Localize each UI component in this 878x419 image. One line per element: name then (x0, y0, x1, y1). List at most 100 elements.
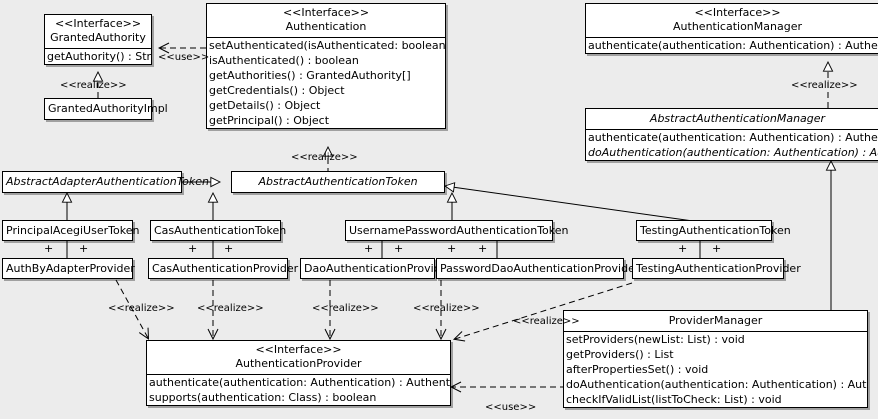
class-abstract-adapter-authentication-token[interactable]: AbstractAdapterAuthenticationToken (2, 171, 209, 193)
class-header: <<Interface>> AuthenticationProvider (147, 341, 450, 374)
class-header: AbstractAdapterAuthenticationToken (3, 172, 209, 192)
edge-extends-testingauthenticationtoken (445, 186, 701, 223)
class-dao-authentication-provider[interactable]: DaoAuthenticationProvider (300, 258, 452, 279)
association-marker-plus: + (44, 242, 54, 255)
class-testing-authentication-provider[interactable]: TestingAuthenticationProvider (632, 258, 801, 279)
class-header: TestingAuthenticationProvider (633, 259, 801, 279)
method-item: getCredentials() : Object (209, 84, 345, 97)
class-name: AuthenticationProvider (235, 357, 362, 370)
method-compartment: authenticate(authentication: Authenticat… (147, 375, 450, 405)
association-marker-plus: + (394, 242, 404, 255)
class-testing-authentication-token[interactable]: TestingAuthenticationToken (636, 220, 791, 241)
method-item: getAuthorities() : GrantedAuthority[] (209, 69, 411, 82)
association-marker-plus: + (478, 242, 488, 255)
method-item: getDetails() : Object (209, 99, 321, 112)
class-granted-authority-impl[interactable]: GrantedAuthorityImpl (44, 98, 168, 120)
divider (207, 37, 445, 38)
method-item: authenticate(authentication: Authenticat… (588, 131, 878, 144)
class-name: AbstractAuthenticationManager (649, 112, 826, 125)
method-item: setAuthenticated(isAuthenticated: boolea… (209, 39, 445, 52)
class-name: AuthenticationManager (673, 20, 802, 33)
class-header: DaoAuthenticationProvider (301, 259, 452, 279)
class-authentication[interactable]: <<Interface>> Authentication setAuthenti… (206, 3, 446, 129)
class-abstract-authentication-manager[interactable]: AbstractAuthenticationManager authentica… (585, 108, 878, 161)
stereotype-label: <<Interface>> (282, 6, 370, 19)
class-cas-authentication-token[interactable]: CasAuthenticationToken (150, 220, 287, 241)
class-header: AbstractAuthenticationManager (586, 109, 878, 129)
method-item: authenticate(authentication: Authenticat… (149, 376, 450, 389)
edge-label-realize-testing-authentication-provider: <<realize>> (513, 316, 580, 327)
class-name: UsernamePasswordAuthenticationToken (349, 224, 569, 237)
method-item: checkIfValidList(listToCheck: List) : vo… (566, 393, 782, 406)
association-marker-plus: + (224, 242, 234, 255)
edge-label-realize-abstract-authentication-manager: <<realize>> (791, 80, 858, 91)
edge-label-realize-dao-authentication-provider: <<realize>> (312, 303, 379, 314)
method-item: authenticate(authentication: Authenticat… (588, 39, 878, 52)
class-authentication-manager[interactable]: <<Interface>> AuthenticationManager auth… (585, 3, 878, 54)
class-name: PrincipalAcegiUserToken (6, 224, 140, 237)
class-auth-by-adapter-provider[interactable]: AuthByAdapterProvider (2, 258, 135, 279)
class-header: PasswordDaoAuthenticationProvider (437, 259, 640, 279)
class-principal-acegi-user-token[interactable]: PrincipalAcegiUserToken (2, 220, 140, 241)
method-compartment: getAuthority() : String (45, 49, 151, 64)
class-name: PasswordDaoAuthenticationProvider (440, 262, 640, 275)
divider (564, 331, 867, 332)
method-item: getPrincipal() : Object (209, 114, 330, 127)
class-name: GrantedAuthority (50, 31, 146, 44)
method-item: supports(authentication: Class) : boolea… (149, 391, 377, 404)
class-header: CasAuthenticationProvider (149, 259, 299, 279)
class-header: UsernamePasswordAuthenticationToken (346, 221, 569, 241)
class-header: <<Interface>> Authentication (207, 4, 445, 37)
method-item: afterPropertiesSet() : void (566, 363, 709, 376)
method-item: doAuthentication(authentication: Authent… (566, 378, 867, 391)
class-header: <<Interface>> AuthenticationManager (586, 4, 878, 37)
association-marker-plus: + (678, 242, 688, 255)
method-item: getProviders() : List (566, 348, 674, 361)
divider (147, 374, 450, 375)
divider (586, 129, 878, 130)
class-password-dao-authentication-provider[interactable]: PasswordDaoAuthenticationProvider (436, 258, 640, 279)
class-authentication-provider[interactable]: <<Interface>> AuthenticationProvider aut… (146, 340, 451, 406)
edge-label-realize-cas-authentication-provider: <<realize>> (197, 303, 264, 314)
class-header: CasAuthenticationToken (151, 221, 287, 241)
class-abstract-authentication-token[interactable]: AbstractAuthenticationToken (231, 171, 445, 193)
edge-label-realize-auth-by-adapter-provider: <<realize>> (108, 303, 175, 314)
class-header: PrincipalAcegiUserToken (3, 221, 140, 241)
association-marker-plus: + (79, 242, 89, 255)
class-name: ProviderManager (668, 314, 763, 327)
association-marker-plus: + (364, 242, 374, 255)
edge-label-use-granted-authority: <<use>> (158, 52, 210, 63)
class-name: Authentication (285, 20, 367, 33)
divider (586, 37, 878, 38)
edge-label-realize-granted-authority-impl: <<realize>> (60, 80, 127, 91)
method-item: isAuthenticated() : boolean (209, 54, 359, 67)
method-compartment: authenticate(authentication: Authenticat… (586, 38, 878, 53)
class-name: TestingAuthenticationProvider (636, 262, 801, 275)
divider (45, 48, 151, 49)
class-name: AuthByAdapterProvider (6, 262, 135, 275)
class-name: DaoAuthenticationProvider (304, 262, 452, 275)
method-compartment: setAuthenticated(isAuthenticated: boolea… (207, 38, 445, 128)
class-header: ProviderManager (564, 311, 867, 331)
class-name: AbstractAuthenticationToken (258, 175, 418, 188)
class-header: GrantedAuthorityImpl (45, 99, 168, 119)
edge-label-realize-password-dao-authentication-provider: <<realize>> (413, 303, 480, 314)
class-header: <<Interface>> GrantedAuthority (45, 15, 151, 48)
association-marker-plus: + (447, 242, 457, 255)
class-granted-authority[interactable]: <<Interface>> GrantedAuthority getAuthor… (44, 14, 152, 65)
class-name: GrantedAuthorityImpl (48, 102, 168, 115)
stereotype-label: <<Interface>> (694, 6, 781, 19)
association-marker-plus: + (188, 242, 198, 255)
class-name: CasAuthenticationToken (154, 224, 287, 237)
class-cas-authentication-provider[interactable]: CasAuthenticationProvider (148, 258, 299, 279)
class-name: TestingAuthenticationToken (640, 224, 791, 237)
class-name: AbstractAdapterAuthenticationToken (6, 175, 209, 188)
class-header: AuthByAdapterProvider (3, 259, 135, 279)
class-provider-manager[interactable]: ProviderManager setProviders(newList: Li… (563, 310, 868, 408)
class-username-password-authentication-token[interactable]: UsernamePasswordAuthenticationToken (345, 220, 569, 241)
class-name: CasAuthenticationProvider (152, 262, 299, 275)
method-item: doAuthentication(authentication: Authent… (588, 146, 878, 159)
method-compartment: authenticate(authentication: Authenticat… (586, 130, 878, 160)
class-header: TestingAuthenticationToken (637, 221, 791, 241)
